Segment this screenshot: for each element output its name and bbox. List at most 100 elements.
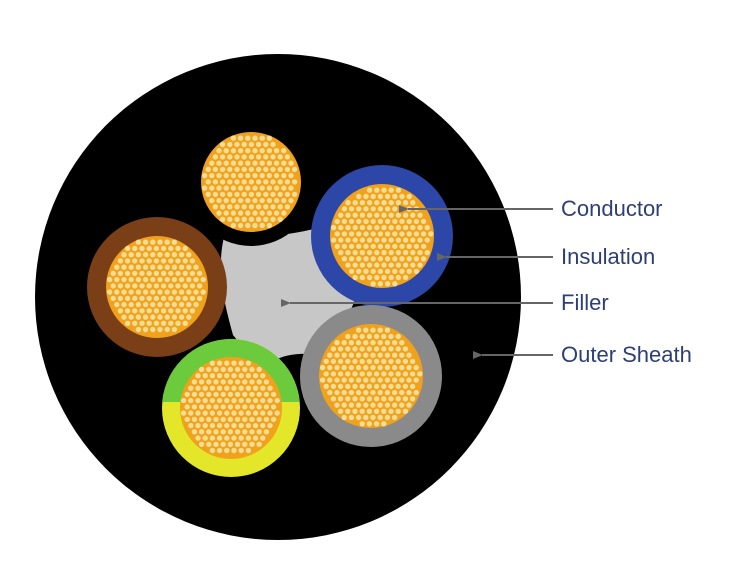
conductor-strand	[237, 197, 244, 204]
conductor-strand	[234, 179, 240, 185]
conductor-strand	[370, 243, 376, 250]
conductor-strand	[413, 243, 420, 250]
conductor-strand	[139, 295, 145, 302]
conductor-strand	[410, 262, 416, 268]
conductor-strand	[171, 289, 178, 295]
conductor-strand	[168, 258, 174, 264]
conductor-strand	[237, 222, 244, 229]
conductor-strand	[195, 397, 201, 404]
conductor-strand	[341, 352, 347, 358]
conductor-strand	[220, 429, 226, 435]
conductor-strand	[259, 148, 265, 154]
conductor-strand	[395, 200, 402, 206]
conductor-strand	[352, 200, 358, 206]
conductor-strand	[168, 295, 174, 302]
conductor-strand	[370, 218, 376, 225]
conductor-strand	[399, 268, 405, 274]
conductor-strand	[178, 252, 185, 258]
conductor-strand	[216, 160, 222, 166]
conductor-strand	[260, 435, 266, 441]
conductor-strand	[348, 268, 355, 274]
conductor-strand	[171, 326, 178, 333]
conductor-strand	[270, 166, 276, 173]
conductor-strand	[260, 410, 266, 416]
conductor-strand	[164, 314, 170, 320]
conductor-strand	[384, 243, 391, 250]
conductor-strand	[168, 270, 174, 277]
conductor-strand	[281, 197, 287, 204]
conductor-strand	[195, 435, 201, 441]
conductor-strand	[281, 185, 287, 191]
conductor-strand	[196, 283, 203, 289]
conductor-strand	[366, 274, 373, 281]
conductor-strand	[252, 435, 259, 441]
conductor-strand	[219, 191, 226, 198]
conductor-strand	[252, 197, 258, 204]
conductor-strand	[406, 389, 412, 396]
conductor-strand	[245, 222, 251, 229]
conductor-strand	[212, 166, 219, 173]
conductor-strand	[288, 185, 294, 191]
conductor-strand	[160, 320, 167, 326]
conductor-strand	[402, 274, 409, 281]
conductor-strand	[391, 414, 398, 421]
conductor-strand	[363, 352, 369, 358]
conductor-strand	[259, 185, 265, 191]
conductor-strand	[348, 256, 355, 262]
conductor-strand	[392, 206, 398, 212]
conductor-strand	[255, 191, 262, 198]
conductor-strand	[370, 327, 376, 333]
conductor-strand	[277, 179, 283, 185]
conductor-strand	[406, 352, 412, 358]
conductor-strand	[323, 383, 329, 390]
conductor-strand	[374, 262, 380, 268]
conductor-strand	[259, 210, 265, 216]
conductor-strand	[334, 231, 340, 237]
conductor-strand	[256, 379, 262, 385]
conductor-strand	[231, 360, 237, 366]
conductor-strand	[132, 283, 138, 289]
conductor-strand	[146, 295, 152, 302]
conductor-strand	[255, 154, 262, 160]
conductor-strand	[338, 237, 344, 243]
conductor-strand	[370, 193, 376, 200]
conductor-strand	[252, 185, 258, 191]
conductor-strand	[135, 264, 142, 270]
conductor-strand	[366, 249, 373, 256]
conductor-strand	[267, 397, 273, 404]
conductor-strand	[216, 197, 222, 204]
conductor-strand	[175, 258, 181, 264]
conductor-strand	[341, 340, 347, 346]
conductor-strand	[355, 364, 362, 371]
conductor-strand	[420, 243, 427, 250]
conductor-strand	[146, 258, 152, 264]
conductor-strand	[402, 262, 409, 268]
conductor-strand	[409, 358, 416, 365]
conductor-strand	[245, 197, 251, 204]
conductor-strand	[248, 141, 255, 148]
conductor-strand	[182, 308, 188, 314]
conductor-strand	[186, 314, 192, 320]
conductor-strand	[252, 210, 258, 216]
conductor-strand	[201, 185, 208, 191]
conductor-strand	[231, 397, 237, 404]
conductor-strand	[164, 264, 170, 270]
conductor-strand	[209, 360, 216, 366]
conductor-strand	[417, 262, 423, 268]
conductor-strand	[171, 252, 178, 258]
conductor-strand	[227, 216, 233, 222]
conductor-strand	[319, 364, 326, 371]
conductor-strand	[184, 416, 190, 423]
conductor-strand	[146, 245, 152, 252]
conductor-strand	[377, 193, 384, 200]
conductor-strand	[150, 264, 156, 270]
conductor-strand	[223, 148, 229, 154]
conductor-strand	[216, 385, 223, 391]
conductor-strand	[370, 281, 376, 287]
conductor-strand	[330, 224, 337, 231]
conductor-strand	[121, 314, 127, 320]
conductor-strand	[212, 179, 219, 185]
conductor-strand	[248, 204, 255, 210]
conductor-strand	[132, 270, 138, 277]
conductor-strand	[227, 416, 234, 423]
